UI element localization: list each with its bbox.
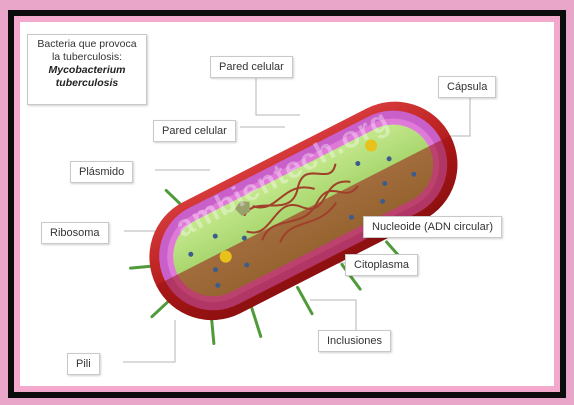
caption-line2: la tuberculosis: — [28, 51, 146, 64]
label-capsula: Cápsula — [438, 76, 496, 98]
label-pared-celular: Pared celular — [153, 120, 236, 142]
species-name-line2: tuberculosis — [28, 77, 146, 90]
label-inclusiones: Inclusiones — [318, 330, 391, 352]
label-plasmido: Plásmido — [70, 161, 133, 183]
label-ribosoma: Ribosoma — [41, 222, 109, 244]
caption-box: Bacteria que provoca la tuberculosis: My… — [27, 34, 147, 105]
species-name-line1: Mycobacterium — [28, 64, 146, 77]
label-pili: Pili — [67, 353, 100, 375]
caption-line1: Bacteria que provoca — [28, 38, 146, 51]
label-pared-celular-top: Pared celular — [210, 56, 293, 78]
label-nucleoide: Nucleoide (ADN circular) — [363, 216, 502, 238]
label-citoplasma: Citoplasma — [345, 254, 418, 276]
